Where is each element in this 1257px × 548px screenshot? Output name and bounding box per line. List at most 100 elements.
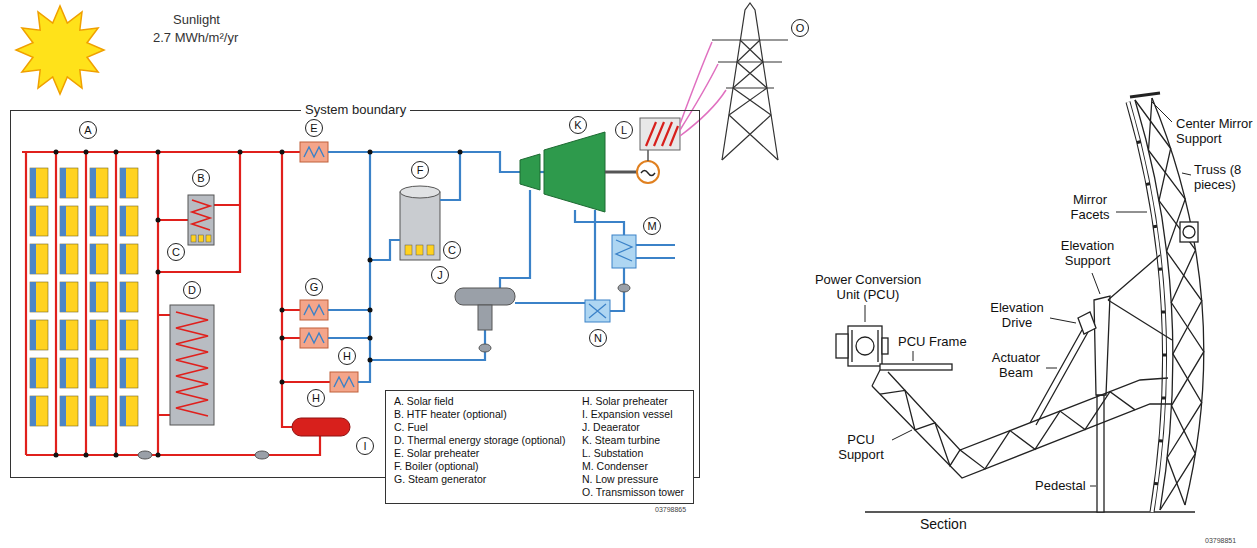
part-label: Mirror Facets (1058, 192, 1122, 222)
leader-line (865, 102, 1191, 486)
condenser (616, 240, 632, 261)
key-entry: E. Solar preheater (394, 447, 565, 460)
key-entry: D. Thermal energy storage (optional) (394, 434, 565, 447)
callout-letter: M (647, 221, 656, 232)
solar-field (30, 168, 48, 426)
irradiance-label: Sunlight (173, 12, 220, 27)
dish-section (1149, 98, 1202, 505)
junction-dot (114, 150, 119, 155)
pump (479, 344, 491, 352)
generator (605, 171, 637, 174)
boiler (405, 245, 412, 255)
callout-letter: I (363, 441, 366, 452)
steam-piping (515, 302, 585, 304)
steam-piping (358, 152, 370, 382)
steam-piping (440, 152, 460, 200)
htf-heater (192, 200, 210, 230)
dish-section (1130, 93, 1160, 97)
pump (138, 451, 152, 459)
callout-circle: H (338, 347, 356, 365)
callout-letter: C (172, 247, 180, 258)
transmission-tower (712, 40, 788, 88)
junction-dot (368, 150, 373, 155)
callout-circle: C (167, 243, 185, 261)
callout-circle: C (443, 241, 461, 259)
exchanger-coil (304, 305, 324, 315)
junction-dot (368, 308, 373, 313)
heat-exchanger (300, 300, 328, 320)
exchanger-coil (304, 147, 324, 157)
dish-section (1030, 330, 1088, 425)
storage-tank (170, 305, 214, 425)
dish-section (1094, 296, 1110, 395)
part-label: Elevation Support (1050, 238, 1125, 268)
key-box: A. Solar fieldB. HTF heater (optional)C.… (385, 390, 694, 504)
junction-dot (156, 453, 161, 458)
steam-piping (328, 152, 675, 382)
steam-piping (575, 210, 624, 235)
callout-letter: O (796, 23, 805, 34)
power-line (680, 90, 726, 136)
boiler (400, 192, 440, 260)
callout-circle: F (411, 161, 429, 179)
dish-section (856, 337, 874, 355)
callout-letter: L (621, 125, 627, 136)
exchanger-coil (334, 377, 354, 387)
dish-section (880, 390, 1135, 469)
condenser (612, 235, 636, 268)
substation (640, 118, 680, 150)
substation (646, 122, 678, 146)
key-entry: K. Steam turbine (582, 434, 684, 447)
deaerator (455, 288, 515, 330)
steam-piping (370, 240, 400, 260)
callout-letter: G (310, 282, 319, 293)
htf-heater (191, 235, 196, 242)
pump (255, 451, 269, 459)
dish-section (1078, 312, 1096, 334)
htf-heater (188, 195, 214, 245)
view-label: Section (920, 516, 967, 533)
dish-section (872, 386, 1171, 478)
leader-line (1182, 173, 1191, 175)
key-entry: G. Steam generator (394, 473, 565, 486)
callout-letter: N (594, 333, 602, 344)
exchanger-coil (304, 147, 354, 387)
callout-letter: H (312, 393, 320, 404)
leader-line (865, 305, 866, 322)
htf-piping (158, 315, 170, 415)
part-label: Truss (8 pieces) (1194, 162, 1254, 192)
callout-circle: B (192, 169, 210, 187)
junction-dot (156, 270, 161, 275)
sun-icon (16, 6, 104, 94)
condenser (612, 235, 636, 268)
dish-section (882, 338, 888, 354)
callout-letter: F (417, 165, 424, 176)
steam-piping (328, 310, 370, 338)
irradiance-value: 2.7 MWh/m²/yr (153, 30, 238, 45)
heat-exchanger (330, 372, 358, 392)
htf-piping (22, 151, 300, 153)
deaerator (478, 305, 492, 330)
callout-letter: A (84, 125, 91, 136)
steam-turbine (520, 132, 605, 212)
junction-dot (114, 453, 119, 458)
solar-field (120, 168, 138, 426)
steam-piping (540, 171, 544, 173)
expansion-vessel (292, 418, 350, 436)
junction-dot (280, 380, 285, 385)
expansion-vessel (292, 418, 350, 436)
callout-circle: I (356, 437, 374, 455)
part-label: Actuator Beam (985, 350, 1047, 380)
power-line (680, 42, 726, 136)
leader-line (1046, 368, 1057, 369)
htf-piping (26, 436, 320, 455)
steam-piping (370, 330, 485, 360)
callout-letter: B (197, 173, 204, 184)
transmission-tower (712, 3, 788, 160)
steam-piping (636, 245, 675, 258)
callout-circle: N (589, 329, 607, 347)
steam-piping (594, 210, 596, 300)
junction-dot (368, 258, 373, 263)
callout-circle: A (79, 121, 97, 139)
generator (637, 161, 659, 183)
